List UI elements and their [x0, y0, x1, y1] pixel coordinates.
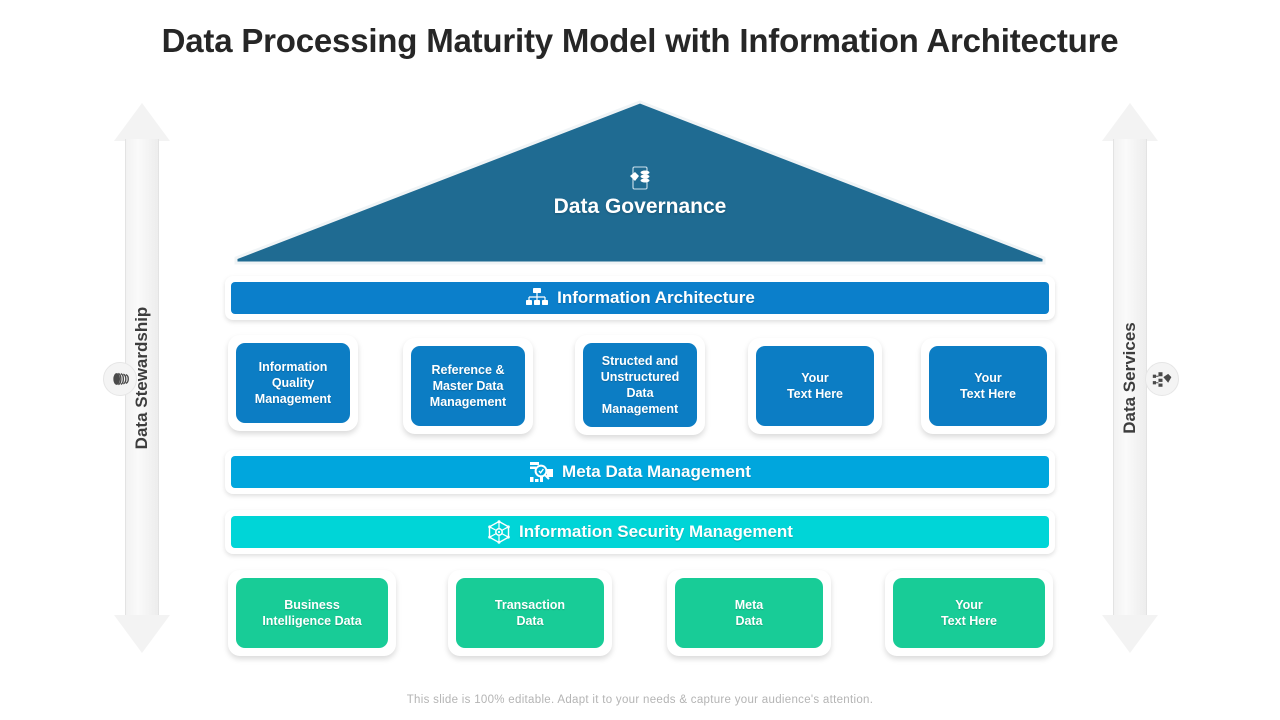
- card-body: Meta Data: [675, 578, 823, 648]
- data-services-icon: [1145, 362, 1179, 396]
- card-body: Your Text Here: [756, 346, 874, 426]
- arrow-head-down-icon: [114, 615, 170, 653]
- arrow-head-down-icon: [1102, 615, 1158, 653]
- bar-body: Meta Data Management: [231, 456, 1049, 488]
- card-body: Information Quality Management: [236, 343, 350, 423]
- bar-label: Information Security Management: [519, 522, 793, 541]
- security-network-icon: [487, 520, 511, 544]
- card-business-intelligence-data[interactable]: Business Intelligence Data: [228, 570, 396, 656]
- card-your-text-here-1[interactable]: Your Text Here: [748, 338, 882, 434]
- bar-label: Information Architecture: [557, 288, 755, 307]
- arrow-head-up-icon: [114, 103, 170, 141]
- hierarchy-icon: [525, 287, 549, 309]
- card-your-text-here-2[interactable]: Your Text Here: [921, 338, 1055, 434]
- bar-body: Information Architecture: [231, 282, 1049, 314]
- footer-note: This slide is 100% editable. Adapt it to…: [406, 694, 874, 706]
- arrow-head-up-icon: [1102, 103, 1158, 141]
- card-transaction-data[interactable]: Transaction Data: [448, 570, 612, 656]
- bar-information-security-management[interactable]: Information Security Management: [225, 510, 1055, 554]
- bar-label: Meta Data Management: [562, 462, 751, 481]
- arrow-shaft: [1113, 139, 1147, 617]
- card-your-text-here-3[interactable]: Your Text Here: [885, 570, 1053, 656]
- card-reference-master-data-management[interactable]: Reference & Master Data Management: [403, 338, 533, 434]
- card-structed-unstructured-data-management[interactable]: Structed and Unstructured Data Managemen…: [575, 335, 705, 435]
- card-body: Business Intelligence Data: [236, 578, 388, 648]
- bar-body: Information Security Management: [231, 516, 1049, 548]
- card-body: Your Text Here: [929, 346, 1047, 426]
- bar-information-architecture[interactable]: Information Architecture: [225, 276, 1055, 320]
- page-title: Data Processing Maturity Model with Info…: [161, 22, 1119, 59]
- card-body: Reference & Master Data Management: [411, 346, 525, 426]
- data-stack-icon: [103, 362, 137, 396]
- card-information-quality-management[interactable]: Information Quality Management: [228, 335, 358, 431]
- card-body: Transaction Data: [456, 578, 604, 648]
- roof-data-governance: Data Governance: [232, 100, 1048, 265]
- data-governance-icon: [627, 166, 653, 190]
- bar-meta-data-management[interactable]: Meta Data Management: [225, 450, 1055, 494]
- right-arrow-data-services: Data Services: [1102, 103, 1158, 653]
- metadata-search-icon: [529, 461, 554, 484]
- card-body: Your Text Here: [893, 578, 1045, 648]
- roof-label: Data Governance: [553, 195, 727, 218]
- card-meta-data[interactable]: Meta Data: [667, 570, 831, 656]
- right-arrow-label: Data Services: [1120, 322, 1139, 434]
- card-body: Structed and Unstructured Data Managemen…: [583, 343, 697, 427]
